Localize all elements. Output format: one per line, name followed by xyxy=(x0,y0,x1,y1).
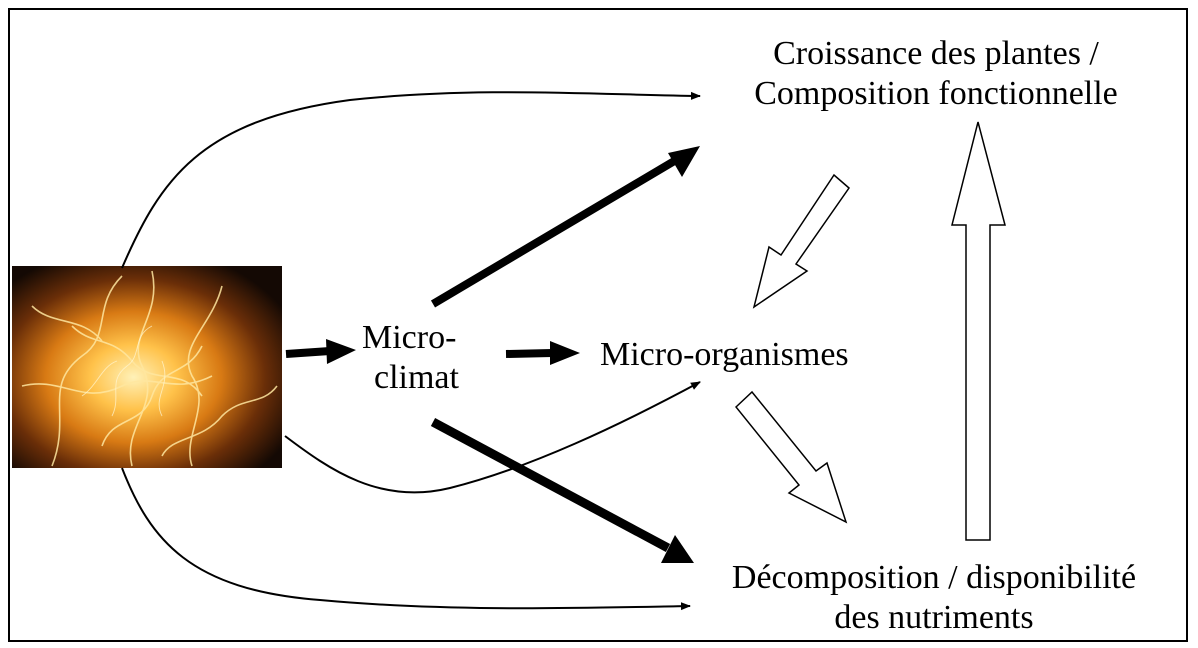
fire-image xyxy=(12,266,282,468)
node-plant-growth-line2: Composition fonctionnelle xyxy=(754,75,1118,112)
node-plant-growth: Croissance des plantes / Composition fon… xyxy=(706,34,1166,114)
microclimate-to-growth-arrow xyxy=(430,146,700,308)
node-microorganisms: Micro-organismes xyxy=(600,335,900,375)
node-plant-growth-line1: Croissance des plantes / xyxy=(773,35,1099,72)
node-decomposition-line1: Décomposition / disponibilité xyxy=(731,559,1137,596)
decomposition-to-growth-hollow-arrow xyxy=(951,121,1006,541)
node-decomposition: Décomposition / disponibilité des nutrim… xyxy=(690,558,1178,638)
fire-to-microorganisms-curve xyxy=(284,381,701,494)
node-microclimate: Micro- climat xyxy=(362,318,482,398)
fire-icon xyxy=(12,266,282,468)
node-decomposition-line2: des nutriments xyxy=(834,599,1034,636)
fire-to-growth-curve xyxy=(121,91,701,269)
microorganisms-to-decomposition-hollow-arrow xyxy=(734,390,848,524)
fire-to-decomposition-curve xyxy=(121,467,691,611)
node-microclimate-line1: Micro- xyxy=(362,319,457,356)
growth-to-microorganisms-hollow-arrow xyxy=(752,173,851,309)
microclimate-to-microorganisms-arrow xyxy=(505,341,580,365)
microclimate-to-decomposition-arrow xyxy=(430,418,694,563)
node-microclimate-line2: climat xyxy=(374,359,459,396)
fire-to-microclimate-arrow xyxy=(285,339,356,364)
node-microorganisms-text: Micro-organismes xyxy=(600,336,849,373)
